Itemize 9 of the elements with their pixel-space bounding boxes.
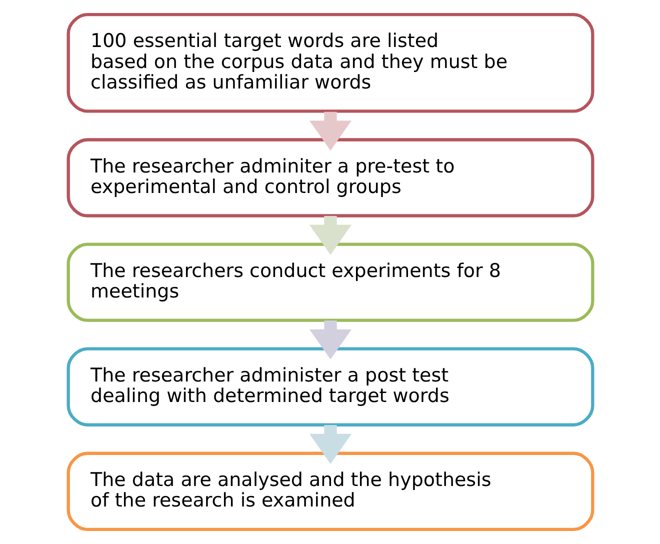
node-box: The researcher administer a post test dealing with determined target words [66, 347, 594, 426]
arrow [308, 320, 352, 360]
arrow [308, 425, 352, 464]
node-box: The researchers conduct experiments for 8 meetings [66, 242, 594, 322]
node-box: The researcher adminiter a pre-test to experimental and control groups [66, 138, 594, 218]
node-box: The data are analysed and the hypothesis of the research is examined [66, 452, 594, 531]
arrow [308, 112, 352, 151]
arrow [308, 216, 352, 255]
node-box: 100 essential target words are listed based on the corpus data and they must be classified as unfamiliar words [66, 13, 594, 113]
